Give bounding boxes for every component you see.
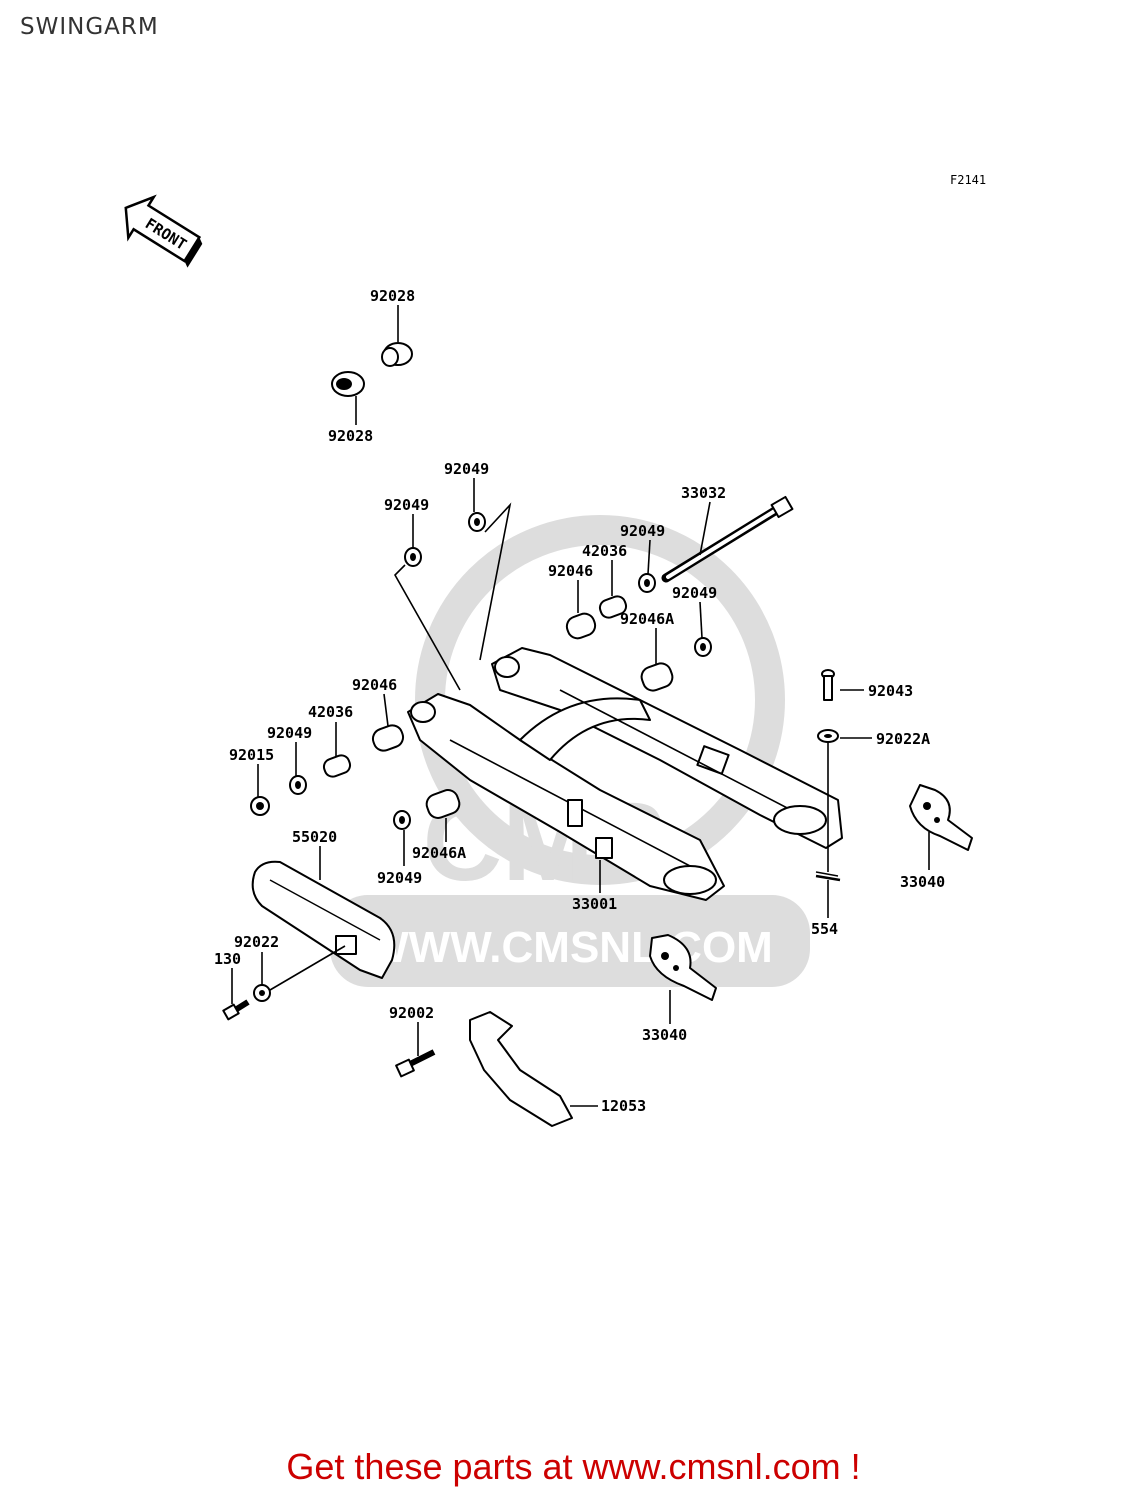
bearing-92046-b bbox=[371, 724, 405, 752]
callout-33032[interactable]: 33032 bbox=[681, 484, 726, 502]
seal-92049-c bbox=[638, 573, 656, 593]
collar-42036-a bbox=[598, 595, 628, 619]
callout-92046A-1[interactable]: 92046A bbox=[620, 610, 674, 628]
callout-130[interactable]: 130 bbox=[214, 950, 241, 968]
page-title: SWINGARM bbox=[20, 14, 159, 40]
bolt-130 bbox=[222, 999, 250, 1021]
seal-92049-e bbox=[289, 775, 307, 795]
callout-92002[interactable]: 92002 bbox=[389, 1004, 434, 1022]
chain-adjuster-33040-right bbox=[909, 784, 973, 851]
figure-code: F2141 bbox=[950, 173, 986, 187]
callout-42036-2[interactable]: 42036 bbox=[308, 703, 353, 721]
callout-33040-right[interactable]: 33040 bbox=[900, 873, 945, 891]
callout-92046-1[interactable]: 92046 bbox=[548, 562, 593, 580]
chain-slipper-55020 bbox=[251, 860, 396, 979]
callout-92022A[interactable]: 92022A bbox=[876, 730, 930, 748]
pin-92043 bbox=[821, 669, 835, 701]
callout-12053[interactable]: 12053 bbox=[601, 1097, 646, 1115]
chain-guide-12053 bbox=[469, 1011, 573, 1127]
callout-33001[interactable]: 33001 bbox=[572, 895, 617, 913]
callout-92049-4[interactable]: 92049 bbox=[672, 584, 717, 602]
washer-92022 bbox=[253, 984, 271, 1002]
parts bbox=[222, 342, 973, 1127]
bolt-92002 bbox=[395, 1049, 436, 1078]
cotter-pin-554 bbox=[815, 871, 841, 882]
swingarm-33001 bbox=[407, 647, 843, 901]
pivot-shaft-33032 bbox=[661, 495, 794, 583]
callout-33040-left[interactable]: 33040 bbox=[642, 1026, 687, 1044]
seal-92049-d bbox=[694, 637, 712, 657]
callout-92046A-2[interactable]: 92046A bbox=[412, 844, 466, 862]
watermark-url: WWW.CMSNL.COM bbox=[367, 923, 773, 972]
seal-92049-f bbox=[393, 810, 411, 830]
chain-adjuster-33040-left bbox=[649, 934, 717, 1001]
callout-92049-2[interactable]: 92049 bbox=[384, 496, 429, 514]
bearing-92046A-a bbox=[640, 662, 674, 692]
callout-92028-top[interactable]: 92028 bbox=[370, 287, 415, 305]
callout-92046-2[interactable]: 92046 bbox=[352, 676, 397, 694]
callout-92049-6[interactable]: 92049 bbox=[377, 869, 422, 887]
bearing-92046-a bbox=[565, 612, 597, 640]
seal-92049-a bbox=[468, 512, 486, 532]
seal-92049-b bbox=[404, 547, 422, 567]
bearing-92046A-b bbox=[425, 789, 461, 819]
callout-92028-bottom[interactable]: 92028 bbox=[328, 427, 373, 445]
parts-diagram: CMS WWW.CMSNL.COM F2141 FRONT bbox=[124, 173, 986, 1127]
callout-92049-3[interactable]: 92049 bbox=[620, 522, 665, 540]
callout-42036-1[interactable]: 42036 bbox=[582, 542, 627, 560]
callout-92049-5[interactable]: 92049 bbox=[267, 724, 312, 742]
callout-554[interactable]: 554 bbox=[811, 920, 838, 938]
callout-55020[interactable]: 55020 bbox=[292, 828, 337, 846]
callout-92043[interactable]: 92043 bbox=[868, 682, 913, 700]
callout-92022[interactable]: 92022 bbox=[234, 933, 279, 951]
bushing-92028-upper bbox=[381, 342, 413, 367]
callout-92015[interactable]: 92015 bbox=[229, 746, 274, 764]
seal-92015 bbox=[250, 796, 270, 816]
collar-42036-b bbox=[322, 754, 352, 778]
bushing-92028-lower bbox=[331, 371, 365, 397]
front-arrow-icon: FRONT bbox=[124, 194, 203, 268]
leader-lines bbox=[231, 305, 930, 1107]
cta-link[interactable]: Get these parts at www.cmsnl.com ! bbox=[286, 1446, 861, 1487]
callouts: 92028 92028 92049 92049 33032 92049 4203… bbox=[214, 287, 945, 1115]
washer-92022A bbox=[817, 729, 839, 743]
callout-92049-1[interactable]: 92049 bbox=[444, 460, 489, 478]
